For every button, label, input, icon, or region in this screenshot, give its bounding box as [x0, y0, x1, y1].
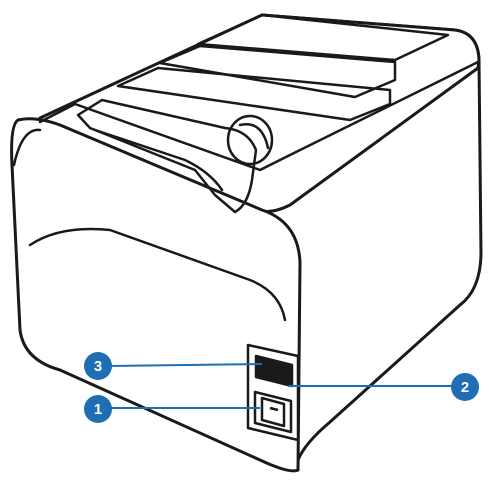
- lid-slot-upper: [158, 44, 397, 99]
- callout-2-label: 2: [461, 379, 469, 396]
- callout-2-badge: [451, 373, 479, 401]
- front-panel-crease: [28, 227, 287, 322]
- power-socket-line: [269, 406, 279, 412]
- lid-release-knob: [226, 114, 274, 166]
- callout-1: 1: [84, 395, 112, 423]
- printer-lid-details: [12, 13, 480, 322]
- lid-top-panel: [196, 13, 450, 62]
- lid-slot-lower: [116, 66, 392, 122]
- lid-release-handle: [76, 98, 258, 214]
- lid-front-edge: [38, 60, 480, 172]
- callout-3-leader: [107, 363, 263, 367]
- lid-handle-inner: [93, 128, 224, 192]
- callout-3: 3: [84, 352, 112, 380]
- port-area: [246, 343, 300, 442]
- callout-2: 2: [451, 373, 479, 401]
- callout-3-badge: [84, 352, 112, 380]
- callout-lines: [107, 363, 462, 409]
- printer-body: [10, 13, 483, 473]
- lid-knob-highlight: [238, 123, 270, 150]
- callout-1-badge: [84, 395, 112, 423]
- front-panel-crease-2: [12, 128, 42, 167]
- power-switch-rocker: [260, 396, 286, 428]
- callout-3-label: 3: [94, 358, 102, 375]
- callout-1-label: 1: [94, 401, 102, 418]
